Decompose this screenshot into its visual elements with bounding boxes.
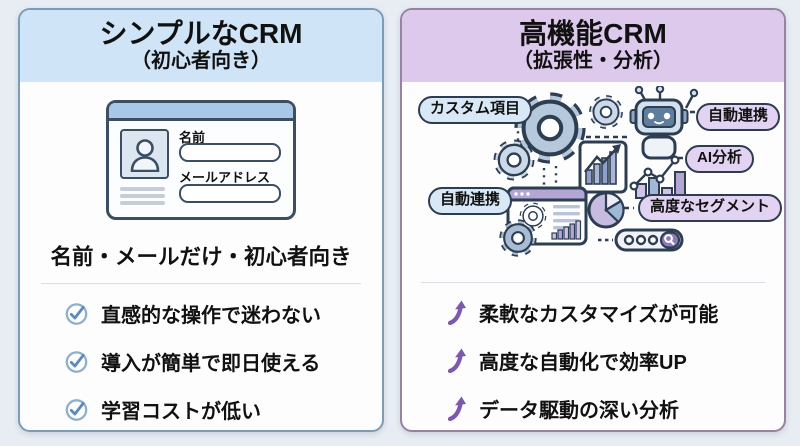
card-text-line — [120, 187, 165, 191]
bar-chart-icon — [629, 155, 686, 199]
benefit-item: 柔軟なカスタマイズが可能 — [446, 298, 784, 327]
panel-subtitle: （初心者向き） — [131, 50, 271, 73]
advanced-crm-panel: 高機能CRM （拡張性・分析） — [400, 8, 786, 432]
panel-title: 高機能CRM — [519, 17, 667, 49]
panel-title: シンプルなCRM — [99, 17, 303, 49]
search-bar-icon — [614, 228, 684, 252]
benefit-item: 学習コストが低い — [64, 395, 382, 424]
benefit-text: データ駆動の深い分析 — [479, 400, 679, 422]
email-field-label: メールアドレス — [179, 170, 271, 185]
benefit-item: 導入が簡単で即日使える — [64, 347, 382, 376]
person-icon — [130, 139, 159, 172]
divider — [421, 282, 765, 283]
benefit-text: 導入が簡単で即日使える — [101, 353, 321, 375]
benefit-item: 高度な自動化で効率UP — [446, 346, 784, 375]
feature-illustration: カスタム項目 自動連携 AI分析 自動連携 高度なセグメント — [402, 86, 784, 270]
simple-crm-panel: シンプルなCRM （初心者向き） 名前 メールアドレス 名前・メールだけ・初心者… — [18, 8, 384, 432]
feature-scene — [402, 86, 704, 270]
benefit-text: 学習コストが低い — [101, 401, 261, 423]
card-text-line — [120, 201, 165, 205]
label-advanced-segment: 高度なセグメント — [637, 194, 782, 222]
email-input — [179, 184, 281, 203]
contact-card-illustration: 名前 メールアドレス — [106, 100, 296, 220]
robot-icon — [629, 86, 699, 160]
benefit-item: 直感的な操作で迷わない — [64, 299, 382, 328]
trend-up-arrow-icon — [446, 396, 467, 422]
advanced-crm-header: 高機能CRM （拡張性・分析） — [402, 10, 784, 82]
card-topbar — [109, 103, 293, 121]
name-field-label: 名前 — [179, 130, 206, 145]
trend-up-arrow-icon — [446, 300, 467, 326]
check-circle-icon — [64, 397, 89, 422]
label-auto-link-top: 自動連携 — [695, 103, 780, 131]
divider — [41, 283, 361, 284]
name-input — [179, 143, 281, 162]
check-circle-icon — [64, 349, 89, 374]
benefit-text: 直感的な操作で迷わない — [101, 305, 321, 327]
line-chart-icon — [578, 140, 628, 194]
label-ai-analysis: AI分析 — [684, 145, 754, 173]
tagline: 名前・メールだけ・初心者向き — [50, 245, 352, 269]
avatar — [120, 129, 169, 179]
panel-subtitle: （拡張性・分析） — [513, 50, 673, 73]
benefit-text: 高度な自動化で効率UP — [479, 352, 687, 374]
simple-crm-header: シンプルなCRM （初心者向き） — [20, 10, 382, 82]
gear-icon — [592, 98, 619, 125]
trend-up-arrow-icon — [446, 348, 467, 374]
check-circle-icon — [64, 301, 89, 326]
benefit-text: 柔軟なカスタマイズが可能 — [479, 304, 719, 326]
card-text-line — [120, 194, 165, 198]
label-custom-fields: カスタム項目 — [418, 96, 533, 124]
benefit-list: 柔軟なカスタマイズが可能 高度な自動化で効率UP データ駆動の深い分析 — [446, 298, 784, 423]
label-auto-link-left: 自動連携 — [428, 187, 513, 215]
benefit-list: 直感的な操作で迷わない 導入が簡単で即日使える 学習コストが低い — [64, 299, 382, 424]
pie-chart-icon — [587, 191, 625, 229]
benefit-item: データ駆動の深い分析 — [446, 394, 784, 423]
